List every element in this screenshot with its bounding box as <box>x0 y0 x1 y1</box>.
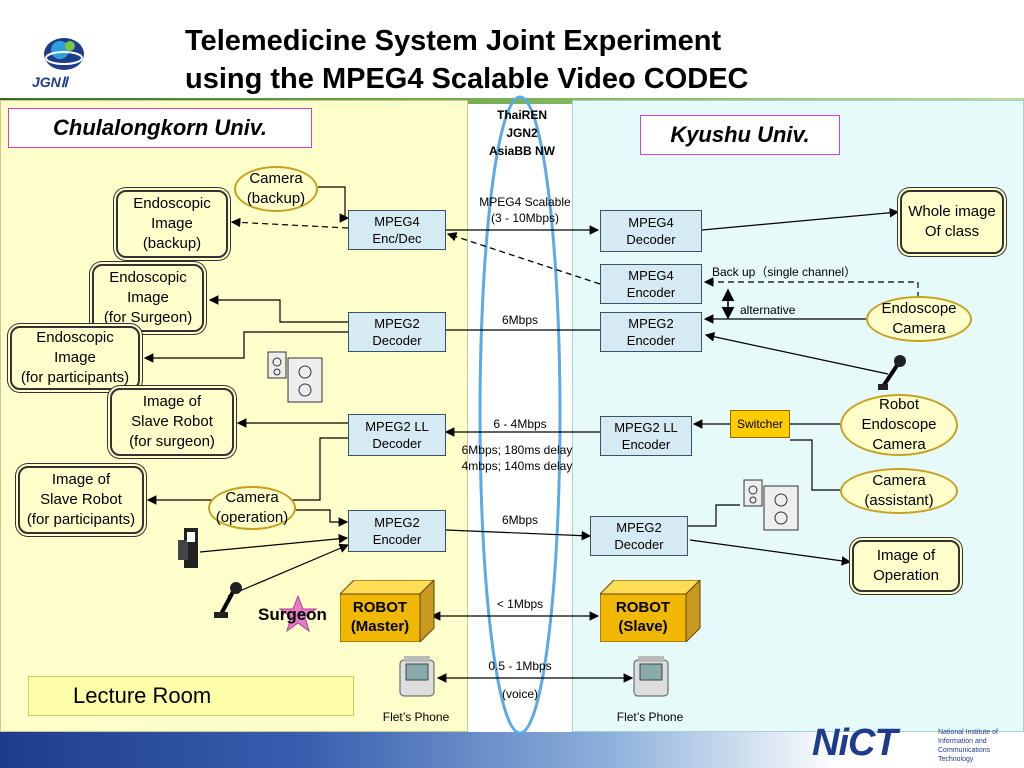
mpeg2-encoder-right: MPEG2 Encoder <box>600 312 702 352</box>
endoscopic-image-participants: Endoscopic Image (for participants) <box>10 326 140 390</box>
camera-assistant: Camera (assistant) <box>840 468 958 514</box>
phone-label-left: Flet’s Phone <box>382 710 450 724</box>
mpeg2-decoder-right: MPEG2 Decoder <box>590 516 688 556</box>
mpeg2-ll-encoder: MPEG2 LL Encoder <box>600 416 692 456</box>
mpeg2-ll-decoder: MPEG2 LL Decoder <box>348 414 446 456</box>
slave-robot-image-surgeon: Image of Slave Robot (for surgeon) <box>110 388 234 456</box>
endoscope-camera: Endoscope Camera <box>866 296 972 342</box>
network-label: ThaiREN JGN2 AsiaBB NW <box>488 108 555 158</box>
handset-icon <box>178 528 198 568</box>
endoscopic-image-surgeon: Endoscopic Image (for Surgeon) <box>92 264 204 332</box>
phone-icon-right <box>633 656 669 697</box>
mpeg4-encoder: MPEG4 Encoder <box>600 264 702 304</box>
mpeg4-scalable-label: MPEG4 Scalable (3 - 10Mbps) <box>479 195 571 225</box>
camera-operation: Camera (operation) <box>208 486 296 530</box>
alternative-label: alternative <box>740 303 796 317</box>
slave-robot-image-participants: Image of Slave Robot (for participants) <box>18 466 144 534</box>
speaker-icon-left <box>267 351 323 403</box>
jgn-globe-icon <box>44 38 84 70</box>
mpeg4-enc-dec: MPEG4 Enc/Dec <box>348 210 446 250</box>
voice-label: (voice) <box>501 687 538 701</box>
robot-endoscope-camera: Robot Endoscope Camera <box>840 394 958 456</box>
half-one-mbps-label: 0.5 - 1Mbps <box>488 659 552 673</box>
image-of-operation: Image of Operation <box>852 540 960 592</box>
surgeon-label: Surgeon <box>258 605 327 624</box>
footer-band <box>0 732 1024 768</box>
phone-label-right: Flet’s Phone <box>616 710 684 724</box>
delay-label: 6Mbps; 180ms delay 4mbps; 140ms delay <box>461 443 573 473</box>
six-mbps-label-2: 6Mbps <box>501 513 539 527</box>
title-line-1: Telemedicine System Joint Experiment <box>185 25 722 57</box>
microphone-icon-right <box>878 355 906 390</box>
lecture-room-label: Lecture Room <box>28 676 354 716</box>
robot-slave-box <box>600 580 701 642</box>
star-icon <box>278 594 318 633</box>
kyushu-label: Kyushu Univ. <box>640 115 840 155</box>
jgn-logo: JGNⅡ <box>30 30 100 94</box>
page-title: Telemedicine System Joint Experiment usi… <box>185 22 905 98</box>
nict-logo: NiCT <box>812 722 898 764</box>
four-six-mbps-label: 6 - 4Mbps <box>493 417 547 431</box>
whole-image-of-class: Whole image Of class <box>900 190 1004 254</box>
jgn-logo-text: JGNⅡ <box>32 74 68 90</box>
chulalongkorn-label: Chulalongkorn Univ. <box>8 108 312 148</box>
mpeg2-decoder-left: MPEG2 Decoder <box>348 312 446 352</box>
network-ellipse <box>478 95 562 735</box>
mpeg4-decoder: MPEG4 Decoder <box>600 210 702 252</box>
microphone-icon-left <box>214 582 242 618</box>
robot-master-label: ROBOT (Master) <box>350 599 410 635</box>
speaker-icon-right <box>743 479 799 531</box>
backup-single-label: Back up（single channel） <box>712 265 857 279</box>
switcher: Switcher <box>730 410 790 438</box>
lt-one-mbps-label: < 1Mbps <box>496 597 544 611</box>
camera-backup: Camera (backup) <box>234 166 318 212</box>
six-mbps-label-1: 6Mbps <box>501 313 539 327</box>
robot-master-box <box>340 580 435 642</box>
mpeg2-encoder-left: MPEG2 Encoder <box>348 510 446 552</box>
robot-slave-label: ROBOT (Slave) <box>615 599 671 635</box>
title-line-2: using the MPEG4 Scalable Video CODEC <box>185 63 749 95</box>
endoscopic-image-backup: Endoscopic Image (backup) <box>116 190 228 258</box>
nict-full-name: National Institute of Information and Co… <box>938 729 998 763</box>
phone-icon-left <box>399 656 435 697</box>
